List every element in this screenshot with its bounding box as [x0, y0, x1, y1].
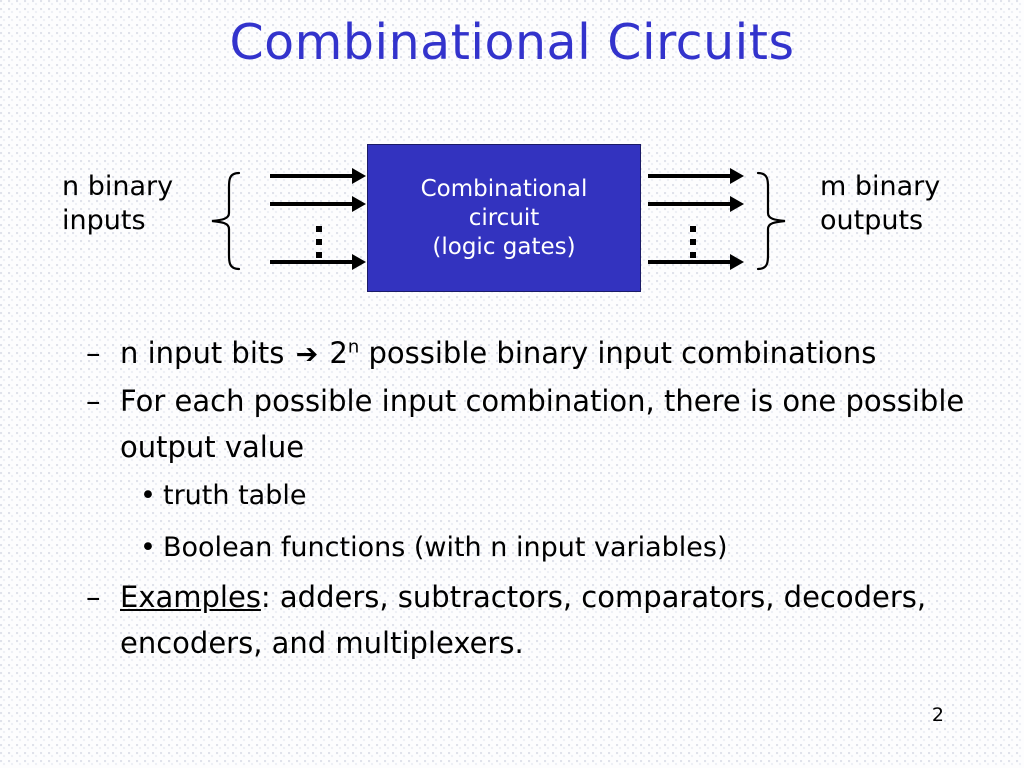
bullet-dot-icon: •	[140, 480, 156, 511]
box-line-2: circuit	[468, 204, 540, 231]
bullet-item-1: – n input bits ➔ 2n possible binary inpu…	[0, 330, 1024, 378]
input-arrowhead-3	[352, 254, 366, 270]
bullet-1-pre: n input bits	[120, 336, 294, 370]
output-wire-1	[648, 174, 734, 178]
input-arrowhead-1	[352, 168, 366, 184]
box-line-3: (logic gates)	[432, 233, 576, 260]
output-arrowhead-2	[730, 196, 744, 212]
box-line-1: Combinational	[420, 175, 588, 202]
bullet-item-5: – Examples: adders, subtractors, compara…	[0, 574, 1024, 666]
input-ellipsis-icon	[316, 226, 322, 265]
bullet-dash-icon: –	[86, 336, 101, 370]
page-title: Combinational Circuits	[229, 14, 795, 71]
bullet-item-2: – For each possible input combination, t…	[0, 378, 1024, 470]
bullet-item-4: • Boolean functions (with n input variab…	[0, 522, 1024, 574]
bullet-list: – n input bits ➔ 2n possible binary inpu…	[0, 330, 1024, 666]
bullet-2-text: For each possible input combination, the…	[120, 384, 965, 464]
combinational-circuit-box: Combinational circuit (logic gates)	[367, 144, 641, 292]
bullet-5-underlined: Examples	[120, 580, 261, 614]
output-ellipsis-icon	[690, 226, 696, 265]
input-label-line1: n binary	[62, 171, 174, 202]
left-curly-brace-icon	[208, 170, 242, 272]
bullet-1-post: possible binary input combinations	[359, 336, 877, 370]
input-label: n binary inputs	[62, 170, 173, 238]
bullet-dash-icon: –	[86, 384, 101, 418]
input-label-line2: inputs	[62, 205, 146, 236]
output-label-line2: outputs	[820, 205, 924, 236]
page-number: 2	[931, 704, 944, 726]
bullet-4-text: Boolean functions (with n input variable…	[163, 532, 728, 563]
bullet-1-mid: 2	[320, 336, 348, 370]
output-label-line1: m binary	[820, 171, 941, 202]
output-wire-3	[648, 260, 734, 264]
input-arrowhead-2	[352, 196, 366, 212]
bullet-dash-icon: –	[86, 580, 101, 614]
input-wire-1	[270, 174, 356, 178]
right-curly-brace-icon	[755, 170, 789, 272]
right-arrow-icon: ➔	[295, 339, 319, 370]
bullet-3-text: truth table	[163, 480, 307, 511]
combinational-circuit-diagram: n binary inputs Combinational circuit (l…	[0, 130, 1024, 310]
output-label: m binary outputs	[820, 170, 940, 238]
output-arrowhead-3	[730, 254, 744, 270]
output-wire-2	[648, 202, 734, 206]
bullet-1-exponent: n	[347, 336, 360, 358]
bullet-dot-icon: •	[140, 532, 156, 563]
input-wire-3	[270, 260, 356, 264]
bullet-5-text: : adders, subtractors, comparators, deco…	[120, 580, 927, 660]
output-arrowhead-1	[730, 168, 744, 184]
bullet-item-3: • truth table	[0, 470, 1024, 522]
input-wire-2	[270, 202, 356, 206]
